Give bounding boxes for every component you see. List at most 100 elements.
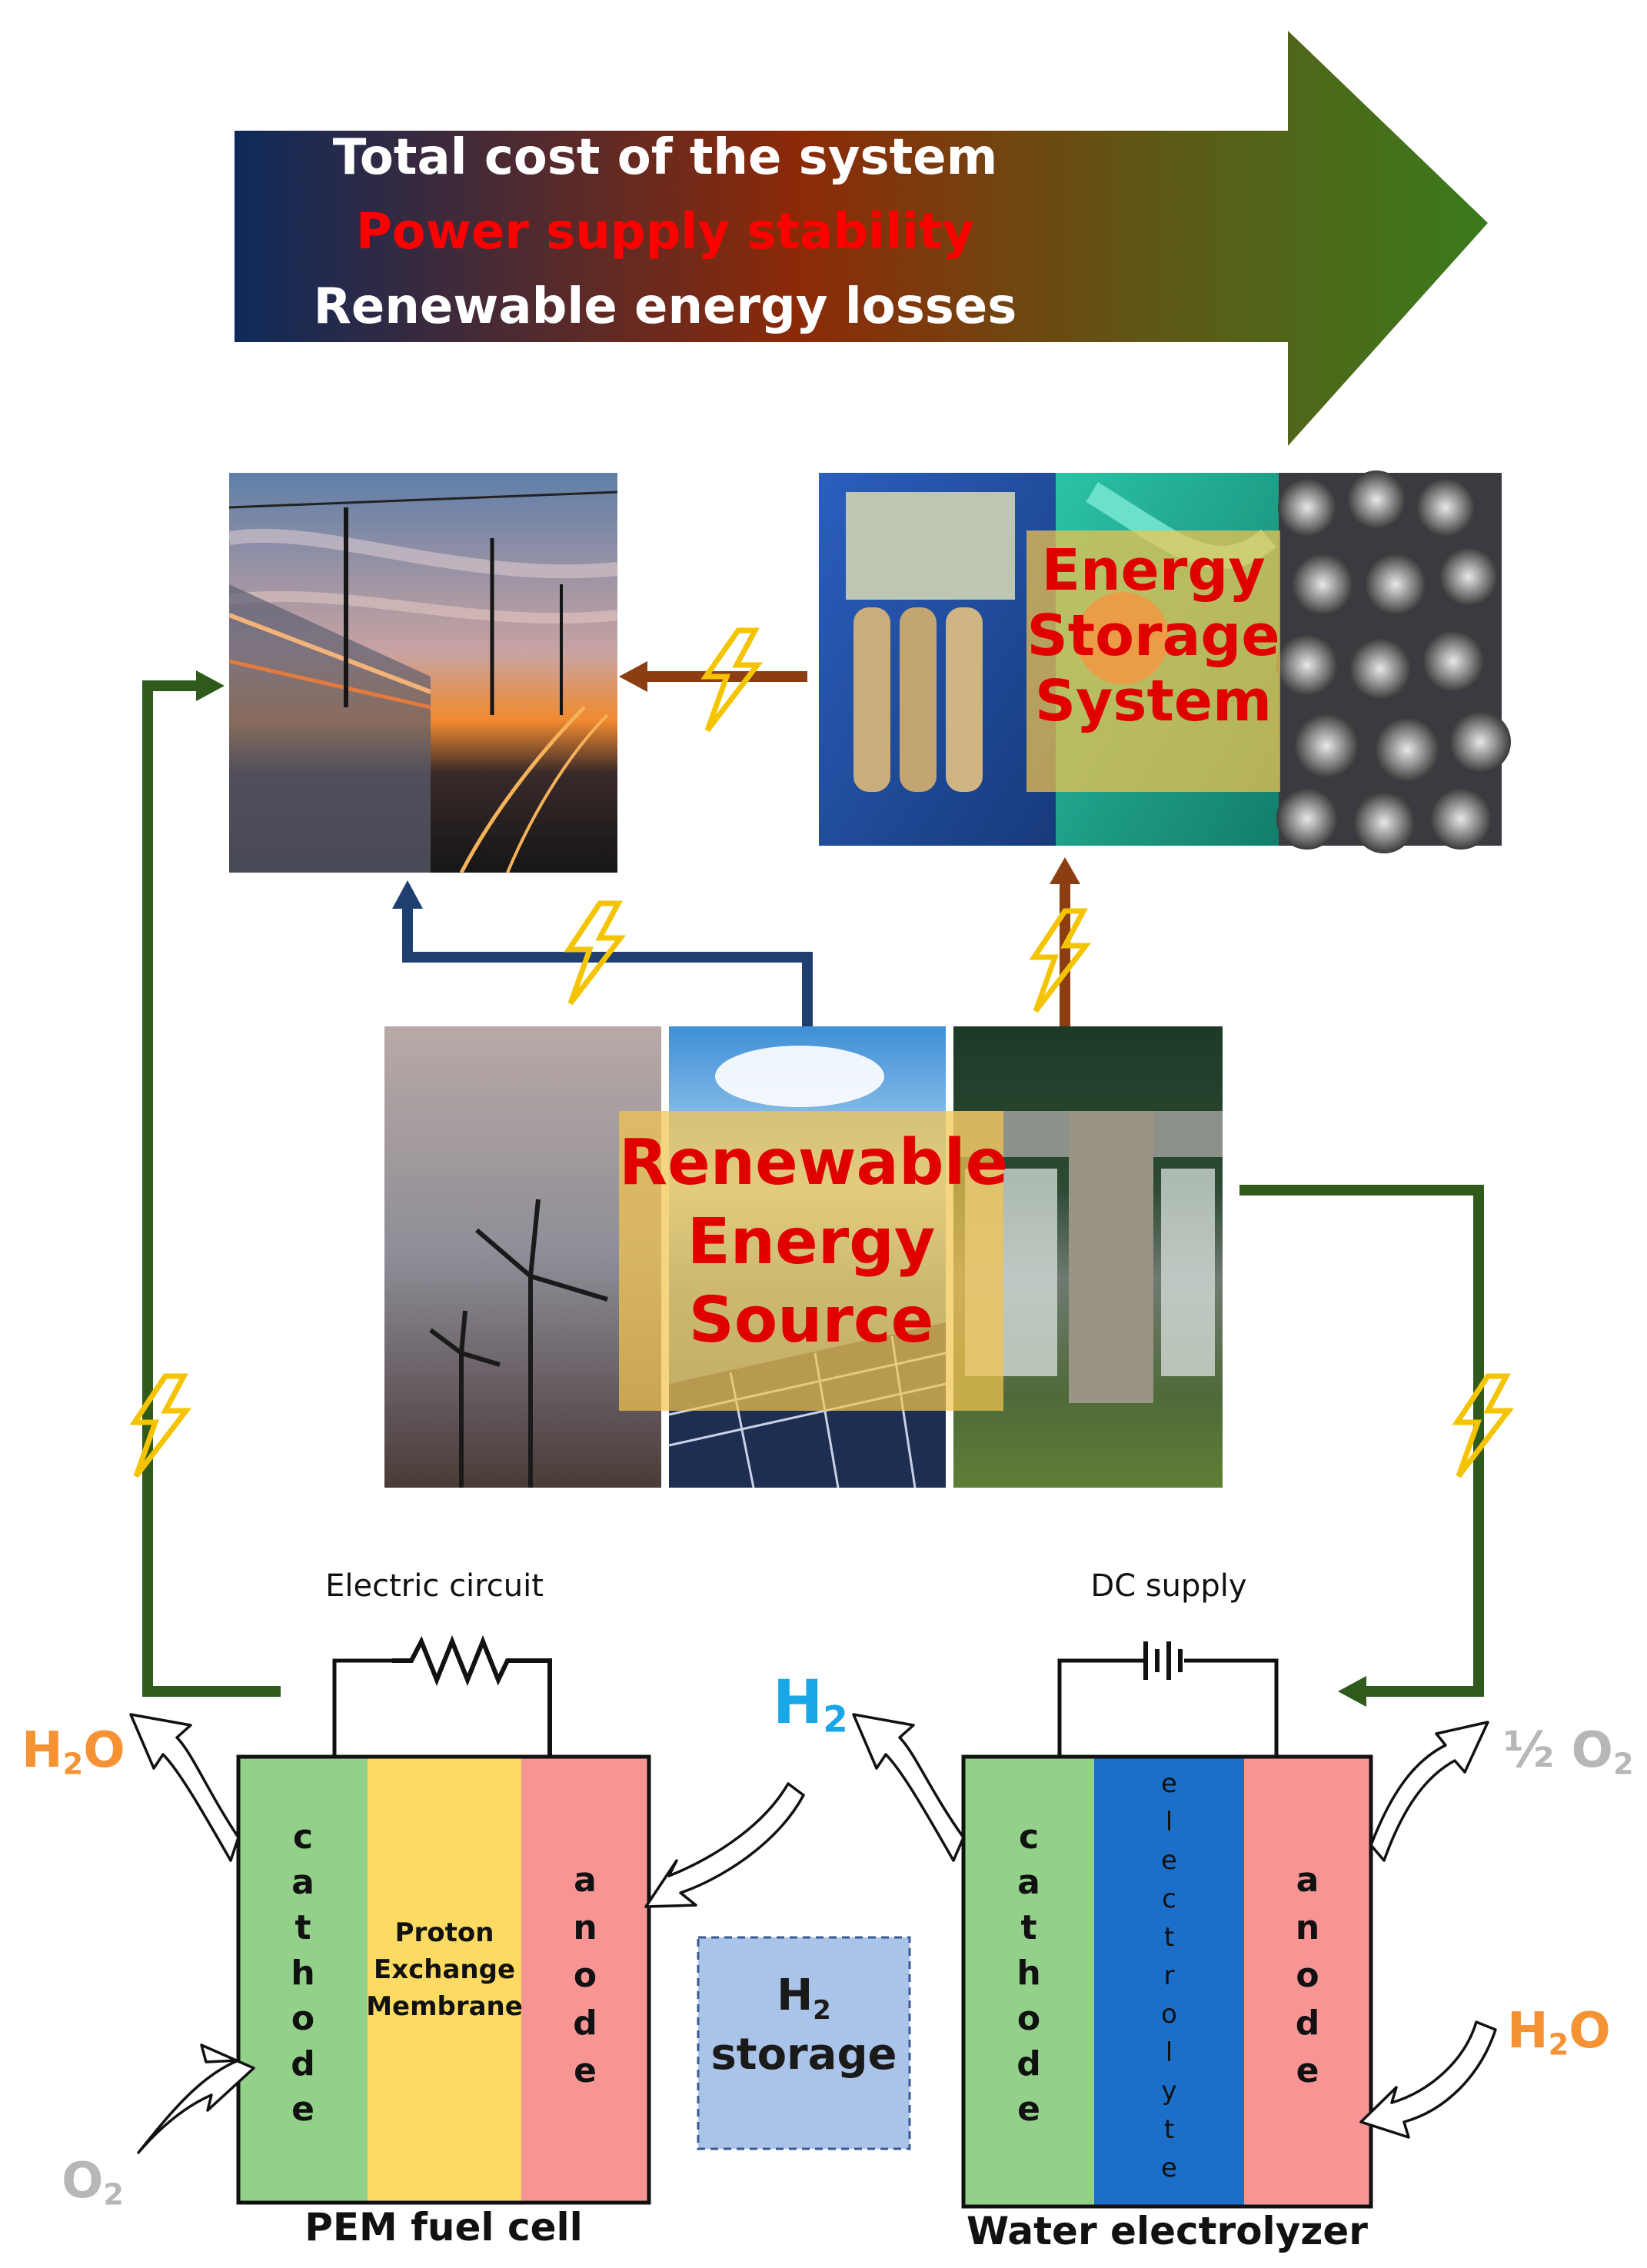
letter: d xyxy=(291,2044,315,2083)
res-label-line1: Renewable xyxy=(619,1126,1009,1199)
letter: c xyxy=(1162,1884,1176,1914)
renewable-source-image xyxy=(384,1026,1223,1488)
res-label-line3: Source xyxy=(688,1284,934,1357)
lightning-icon xyxy=(1452,1373,1515,1478)
letter: l xyxy=(1165,2037,1173,2068)
letter: t xyxy=(294,1908,311,1947)
fuelcell-membrane-label: Proton Exchange Membrane xyxy=(366,1914,523,2025)
letter: d xyxy=(1016,2044,1041,2083)
ess-to-train-arrowhead xyxy=(619,661,647,692)
fuelcell-caption: PEM fuel cell xyxy=(304,2205,583,2250)
energy-storage-image xyxy=(819,471,1511,853)
letter: c xyxy=(292,1817,314,1857)
dc-supply-label: DC supply xyxy=(1090,1568,1247,1604)
ess-label-line1: Energy xyxy=(1041,537,1266,604)
letter: o xyxy=(573,1956,597,1995)
h2o-input-label: H2O xyxy=(1507,2003,1611,2063)
source-to-ess-arrowhead xyxy=(1050,857,1080,884)
membrane-line: Membrane xyxy=(366,1991,523,2022)
letter: e xyxy=(1161,1768,1177,1799)
formula-tail: O xyxy=(83,1722,125,1779)
fuelcell-cathode-label: c a t h o d e xyxy=(238,1814,368,2132)
fuelcell-to-train-arrowhead xyxy=(196,670,225,701)
electrolyzer-cathode-label: c a t h o d e xyxy=(963,1814,1094,2132)
curved-arrow-icon xyxy=(129,1713,240,1862)
curved-arrow-icon xyxy=(852,1713,965,1862)
battery-icon xyxy=(1143,1641,1183,1680)
water-electrolyzer xyxy=(961,1641,1373,2209)
membrane-line: Exchange xyxy=(373,1954,516,1985)
letter: e xyxy=(291,2090,314,2129)
res-label: Renewable Energy Source xyxy=(619,1124,1009,1361)
fuelcell-to-train-line xyxy=(142,680,281,1697)
formula-tail: O xyxy=(1569,2003,1611,2060)
electrolyzer-anode-label: a n o d e xyxy=(1244,1857,1371,2095)
formula-sub: 2 xyxy=(62,1747,84,1782)
formula-main: H xyxy=(773,1668,824,1738)
letter: e xyxy=(574,2051,597,2090)
letter: a xyxy=(1017,1863,1040,1902)
letter: e xyxy=(1161,2153,1177,2183)
letter: e xyxy=(1017,2090,1040,2129)
formula-sub: 2 xyxy=(813,1995,831,2027)
lightning-icons xyxy=(129,627,1515,1478)
letter: n xyxy=(1295,1908,1320,1947)
cost-banner-arrow xyxy=(235,31,1488,446)
h2-output-label: H2 xyxy=(773,1668,848,1741)
lightning-icon xyxy=(1029,908,1092,1013)
ess-label-line2: Storage xyxy=(1026,603,1280,670)
letter: a xyxy=(291,1863,314,1902)
membrane-line: Proton xyxy=(394,1917,494,1948)
fuelcell-anode-label: a n o d e xyxy=(521,1857,649,2095)
letter: y xyxy=(1161,2076,1177,2107)
source-to-train-arrowhead xyxy=(392,880,423,909)
h2-storage-box xyxy=(697,1936,911,2150)
lightning-icon xyxy=(564,900,627,1006)
train-image xyxy=(228,473,618,874)
lightning-icon xyxy=(700,627,764,733)
resistor-icon xyxy=(392,1634,552,1757)
letter: o xyxy=(1296,1956,1319,1995)
formula-main: ½ O xyxy=(1503,1722,1613,1779)
h2-storage-label: H2 storage xyxy=(698,1968,910,2083)
half-o2-output-label: ½ O2 xyxy=(1503,1722,1634,1782)
lightning-icon xyxy=(129,1373,192,1478)
letter: r xyxy=(1163,1960,1175,1991)
letter: d xyxy=(573,2004,597,2043)
formula-main: O xyxy=(62,2153,104,2210)
letter: d xyxy=(1295,2004,1320,2043)
formula-main: H xyxy=(777,1970,814,2020)
pem-fuel-cell xyxy=(236,1634,651,2205)
curved-arrow-icon xyxy=(137,2044,255,2154)
ess-label: Energy Storage System xyxy=(1026,537,1280,735)
banner-line-power-stability: Power supply stability xyxy=(355,204,975,261)
letter: e xyxy=(1161,1845,1177,1876)
letter: a xyxy=(1296,1861,1319,1900)
letter: t xyxy=(1020,1908,1037,1947)
letter: t xyxy=(1163,1922,1175,1953)
electric-circuit-label: Electric circuit xyxy=(325,1568,544,1604)
ess-label-line3: System xyxy=(1034,668,1273,735)
banner-line-total-cost: Total cost of the system xyxy=(332,129,998,186)
formula-sub: 2 xyxy=(1612,1747,1634,1782)
letter: o xyxy=(1161,1999,1177,2030)
letter: h xyxy=(291,1954,315,1993)
letter: t xyxy=(1163,2114,1175,2145)
letter: h xyxy=(1016,1954,1041,1993)
curved-arrow-icon xyxy=(1369,1721,1489,1862)
formula-sub: 2 xyxy=(823,1699,848,1741)
h2-storage-text: storage xyxy=(710,2030,897,2080)
h2o-output-label: H2O xyxy=(22,1722,125,1782)
h2-storage-formula: H2 xyxy=(698,1968,910,2027)
formula-main: H xyxy=(22,1722,63,1779)
banner-line-energy-losses: Renewable energy losses xyxy=(313,278,1017,335)
formula-sub: 2 xyxy=(1548,2027,1569,2063)
source-to-electrolyzer-line xyxy=(1239,1185,1484,1697)
letter: o xyxy=(1016,1999,1041,2038)
res-label-line2: Energy xyxy=(687,1205,936,1279)
letter: c xyxy=(1018,1817,1040,1857)
letter: a xyxy=(574,1861,597,1900)
curved-arrow-icon xyxy=(644,1782,805,1908)
letter: l xyxy=(1165,1807,1173,1837)
